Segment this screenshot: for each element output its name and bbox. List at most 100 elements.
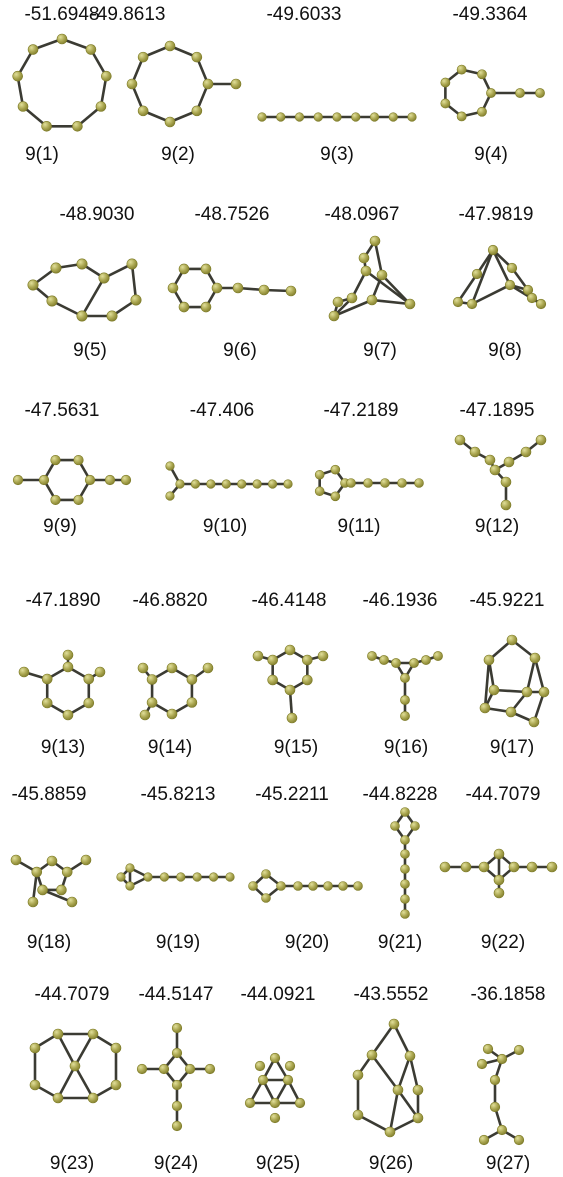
energy-label: -45.8213: [140, 784, 215, 805]
atom: [284, 644, 296, 656]
atom: [125, 881, 135, 891]
isomer-label: 9(11): [338, 516, 381, 537]
atom: [477, 106, 487, 117]
cluster-structure: [479, 634, 550, 728]
atom: [29, 1042, 41, 1054]
atom: [41, 120, 52, 132]
atom: [487, 244, 499, 256]
cluster-structure: [476, 1043, 525, 1146]
atom: [346, 478, 356, 488]
isomer-label: 9(7): [363, 340, 397, 361]
atom: [225, 872, 235, 882]
energy-label: -46.1936: [362, 590, 437, 611]
atom: [52, 1028, 64, 1040]
atom: [206, 479, 216, 489]
cluster-structure: [452, 244, 547, 310]
energy-label: -47.1895: [459, 400, 534, 421]
atom: [159, 872, 169, 882]
cluster-panel: -46.1936 9(16): [362, 590, 443, 758]
atom: [61, 866, 73, 878]
atom: [95, 101, 107, 112]
atom: [167, 282, 179, 294]
bond: [388, 1088, 400, 1134]
atom: [546, 861, 558, 873]
atom: [400, 879, 410, 889]
isomer-label: 9(16): [384, 737, 428, 758]
atom: [261, 893, 271, 903]
isomer-label: 9(15): [274, 737, 318, 758]
atom: [85, 44, 97, 55]
atom: [202, 78, 214, 90]
cluster-structure: [29, 1028, 122, 1104]
atom: [76, 258, 88, 270]
atom: [513, 1044, 525, 1056]
atom: [158, 1063, 170, 1075]
atom: [211, 282, 223, 294]
atom: [166, 708, 178, 720]
atom: [146, 697, 158, 708]
atom: [503, 456, 515, 468]
atom: [184, 1063, 196, 1075]
atom: [171, 1120, 183, 1132]
isomer-label: 9(24): [154, 1153, 198, 1174]
atom: [476, 1058, 488, 1070]
atom: [252, 650, 264, 662]
energy-label: -45.9221: [469, 590, 544, 611]
atom: [76, 310, 88, 322]
atom: [506, 262, 518, 274]
atom: [171, 1079, 183, 1091]
energy-label: -49.3364: [452, 4, 527, 25]
atom: [390, 821, 400, 831]
atom: [257, 112, 267, 122]
isomer-label: 9(13): [41, 737, 85, 758]
atom: [369, 235, 381, 247]
atom: [276, 881, 286, 891]
isomer-label: 9(20): [285, 932, 329, 953]
atom: [41, 697, 53, 709]
atom: [276, 112, 286, 122]
atom: [505, 706, 517, 718]
cluster-structure: [439, 848, 558, 899]
atom: [535, 88, 545, 98]
atom: [267, 654, 278, 666]
atom: [352, 1069, 364, 1081]
isomer-label: 9(4): [474, 144, 508, 165]
atom: [313, 112, 323, 122]
atom: [27, 896, 39, 908]
atom: [526, 292, 538, 304]
atom: [257, 1074, 269, 1086]
atom: [94, 666, 106, 678]
atom: [314, 469, 325, 480]
energy-label: -45.8859: [11, 784, 86, 805]
energy-label: -47.5631: [24, 400, 99, 421]
atom: [191, 105, 203, 117]
atom: [171, 1100, 183, 1112]
atom: [269, 1052, 281, 1064]
atom: [358, 252, 370, 264]
atom: [269, 1097, 281, 1109]
atom: [488, 684, 500, 696]
cluster-structure: [248, 869, 363, 903]
atom: [72, 120, 83, 132]
atom: [46, 855, 58, 867]
cluster-structure: [328, 235, 416, 322]
isomer-label: 9(10): [203, 516, 247, 537]
atom: [482, 1043, 494, 1055]
atom: [200, 263, 212, 275]
atom: [244, 1097, 256, 1109]
atom: [380, 478, 390, 488]
atom: [412, 1112, 424, 1124]
atom: [178, 301, 190, 313]
atom: [338, 881, 348, 891]
atom: [466, 298, 478, 310]
atom: [87, 1028, 99, 1040]
